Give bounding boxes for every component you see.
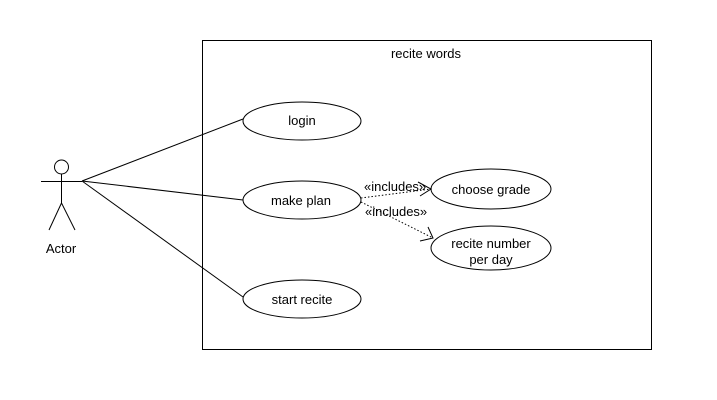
use-case-make-plan-ellipse [242, 180, 362, 220]
actor-leg-right [61, 202, 76, 231]
include-relation-choose-grade: «includes» [360, 179, 432, 199]
use-case-choose-grade[interactable]: choose grade [430, 168, 552, 210]
include-relation-recite-number: «includes» [360, 201, 434, 242]
use-case-login[interactable]: login [242, 101, 362, 141]
use-case-make-plan-label: make plan [271, 193, 331, 208]
association-make-plan [81, 180, 244, 201]
actor-label: Actor [46, 241, 77, 256]
include-label-2: «includes» [365, 204, 427, 219]
include-line-2 [360, 201, 434, 239]
use-case-make-plan[interactable]: make plan [242, 180, 362, 220]
include-label-1: «includes» [364, 179, 426, 194]
use-case-recite-number-label-line2: per day [469, 252, 513, 267]
use-case-start-recite[interactable]: start recite [242, 279, 362, 319]
include-arrowhead-1 [417, 181, 432, 197]
use-case-recite-number-per-day[interactable]: recite number per day [430, 225, 552, 271]
actor-figure [41, 159, 82, 231]
use-case-recite-number-label-line1: recite number [451, 236, 531, 251]
include-line-1 [360, 188, 432, 199]
association-login [81, 118, 244, 182]
use-case-start-recite-ellipse [242, 279, 362, 319]
system-title: recite words [391, 46, 462, 61]
actor-head [54, 159, 69, 175]
actor-leg-left [48, 202, 62, 231]
use-case-start-recite-label: start recite [272, 292, 333, 307]
use-case-login-label: login [288, 113, 315, 128]
use-case-login-ellipse [242, 101, 362, 141]
association-start-recite [81, 180, 244, 298]
use-case-recite-number-ellipse [430, 225, 552, 271]
use-case-choose-grade-label: choose grade [452, 182, 531, 197]
include-arrowhead-2 [419, 226, 434, 242]
